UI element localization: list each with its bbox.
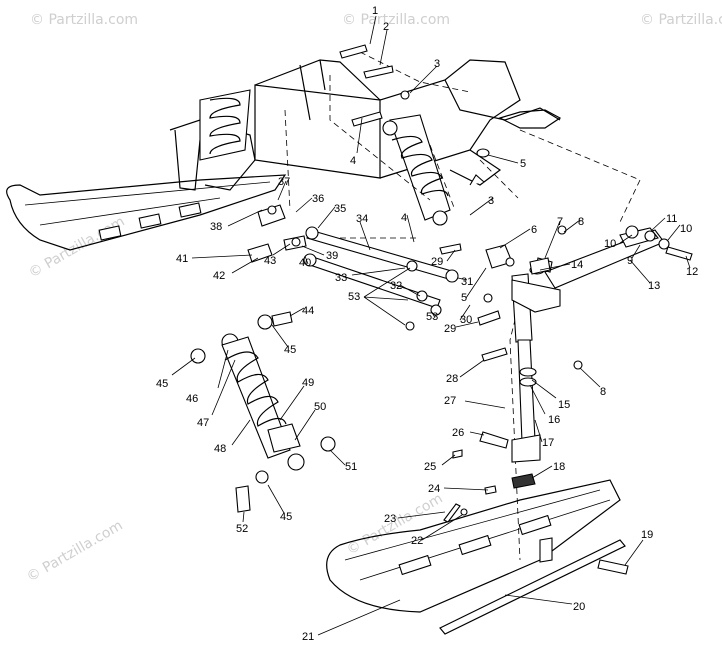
callout-37: 37	[278, 176, 290, 188]
callout-50: 50	[314, 401, 326, 413]
callout-48: 48	[214, 443, 226, 455]
callout-25: 25	[424, 461, 436, 473]
watermark: © Partzilla.com	[342, 12, 450, 28]
callout-45: 45	[280, 511, 292, 523]
callout-44: 44	[302, 305, 314, 317]
watermark: © Partzilla.com	[26, 214, 128, 282]
lower-ski	[326, 479, 629, 635]
watermark: © Partzilla.com	[640, 12, 722, 28]
callout-22: 22	[411, 535, 423, 547]
callout-23: 23	[384, 513, 396, 525]
callout-26: 26	[452, 427, 464, 439]
callout-5: 5	[520, 158, 526, 170]
callout-43: 43	[264, 255, 276, 267]
callout-49: 49	[302, 377, 314, 389]
callout-32: 32	[390, 280, 402, 292]
leader-lines	[171, 15, 691, 636]
callout-16: 16	[548, 414, 560, 426]
callout-12: 12	[686, 266, 698, 278]
callout-51: 51	[345, 461, 357, 473]
callout-3: 3	[434, 58, 440, 70]
callout-29: 29	[431, 256, 443, 268]
callout-18: 18	[553, 461, 565, 473]
callout-3: 3	[488, 195, 494, 207]
callout-4: 4	[350, 155, 356, 167]
callout-4: 4	[401, 212, 407, 224]
callout-5: 5	[461, 292, 467, 304]
callout-19: 19	[641, 529, 653, 541]
watermark: © Partzilla.com	[30, 12, 138, 28]
callout-31: 31	[461, 276, 473, 288]
upper-left-ski	[6, 174, 287, 251]
callout-40: 40	[299, 257, 311, 269]
callout-labels: 1 2 3 4 5 3 4 6 7 8 10 11 10 9 12 13 14 …	[156, 5, 698, 643]
callout-30: 30	[460, 314, 472, 326]
callout-2: 2	[383, 21, 389, 33]
callout-33: 33	[335, 272, 347, 284]
upper-left-spring	[209, 97, 241, 155]
callout-36: 36	[312, 193, 324, 205]
callout-20: 20	[573, 601, 585, 613]
callout-47: 47	[197, 417, 209, 429]
callout-52: 52	[236, 523, 248, 535]
lower-shock	[190, 311, 336, 513]
callout-8: 8	[578, 216, 584, 228]
callout-45: 45	[284, 344, 296, 356]
callout-6: 6	[531, 224, 537, 236]
callout-53: 53	[348, 291, 360, 303]
callout-39: 39	[326, 250, 338, 262]
steering-post	[452, 273, 583, 495]
callout-27: 27	[444, 395, 456, 407]
callout-41: 41	[176, 253, 188, 265]
callout-29: 29	[444, 323, 456, 335]
callout-9: 9	[627, 255, 633, 267]
callout-8: 8	[600, 386, 606, 398]
callout-34: 34	[356, 213, 368, 225]
mid-linkage	[247, 204, 551, 331]
callout-24: 24	[428, 483, 440, 495]
chassis-frame	[169, 59, 562, 226]
callout-17: 17	[542, 437, 554, 449]
alignment-lines	[284, 51, 641, 561]
callout-7: 7	[557, 216, 563, 228]
upper-right-spring	[391, 135, 449, 197]
callout-11: 11	[666, 213, 677, 225]
callout-1: 1	[372, 5, 378, 17]
callout-28: 28	[446, 373, 458, 385]
callout-15: 15	[558, 399, 570, 411]
callout-10: 10	[604, 238, 616, 250]
callout-53: 53	[426, 311, 438, 323]
callout-10: 10	[680, 223, 692, 235]
callout-42: 42	[213, 270, 225, 282]
callout-14: 14	[571, 259, 583, 271]
callout-13: 13	[648, 280, 660, 292]
callout-46: 46	[186, 393, 198, 405]
callout-45: 45	[156, 378, 168, 390]
top-bolts	[339, 44, 490, 186]
watermark: © Partzilla.com	[24, 518, 126, 586]
callout-35: 35	[334, 203, 346, 215]
callout-21: 21	[302, 631, 314, 643]
callout-38: 38	[210, 221, 222, 233]
watermark-layer: © Partzilla.com © Partzilla.com © Partzi…	[24, 12, 722, 585]
